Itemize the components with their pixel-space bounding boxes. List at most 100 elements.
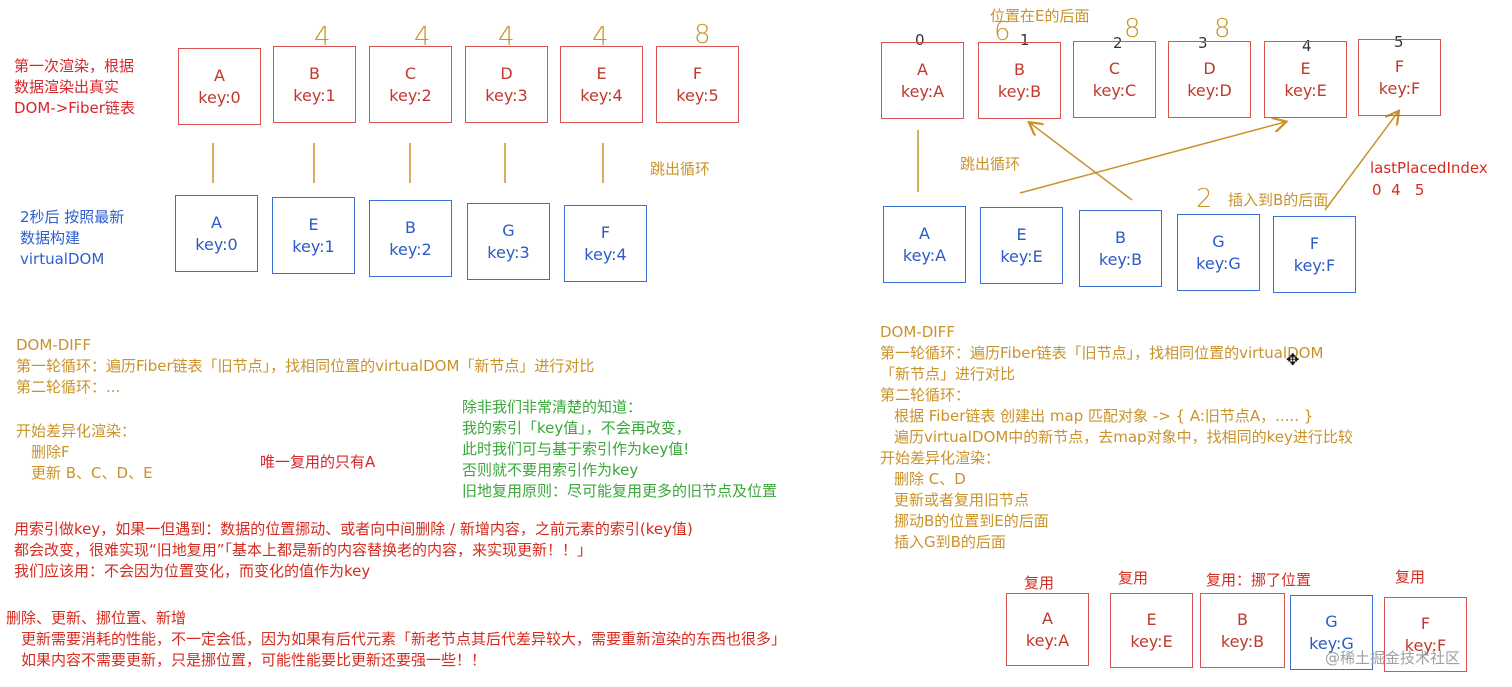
index-2: 2: [1113, 34, 1123, 52]
right-old-node-d: D key:D: [1168, 41, 1251, 118]
result-label-b: 复用：挪了位置: [1206, 571, 1312, 589]
node-name: F: [1420, 613, 1431, 633]
hand-mark-6: 6: [994, 17, 1011, 47]
right-diff-line-2: 「新节点」进行对比: [880, 365, 1016, 383]
first-render-line-2: 数据渲染出真实: [14, 78, 120, 96]
node-name: G: [1212, 231, 1225, 251]
index-note-line-1: 用索引做key，如果一但遇到：数据的位置挪动、或者向中间删除 / 新增内容，之前…: [14, 520, 693, 538]
index-key-note: 用索引做key，如果一但遇到：数据的位置挪动、或者向中间删除 / 新增内容，之前…: [14, 519, 693, 582]
node-key: key:B: [1098, 249, 1143, 269]
node-name: G: [502, 220, 515, 240]
right-old-node-e: E key:E: [1264, 41, 1347, 118]
node-name: B: [405, 217, 416, 237]
left-jump-out-label: 跳出循环: [650, 160, 711, 178]
node-name: G: [1325, 611, 1338, 631]
node-key: key:E: [1130, 631, 1173, 651]
node-key: key:A: [1025, 630, 1070, 650]
result-node-b: B key:B: [1200, 593, 1285, 668]
new-label-line-3: virtualDOM: [20, 250, 105, 268]
left-old-node-a: A key:0: [178, 48, 261, 125]
left-diff-title: DOM-DIFF: [16, 336, 91, 354]
left-start-delete: 删除F: [31, 443, 70, 461]
node-name: F: [1309, 233, 1320, 253]
left-start-update: 更新 B、C、D、E: [31, 464, 153, 482]
node-name: B: [309, 63, 320, 83]
hand-mark-e: 4: [592, 22, 609, 52]
index-3: 3: [1198, 34, 1208, 52]
node-name: F: [600, 222, 611, 242]
left-old-node-f: F key:5: [656, 46, 739, 123]
node-key: key:G: [1196, 253, 1241, 273]
left-new-node-f: F key:4: [564, 205, 647, 282]
right-diff-line-4: 根据 Fiber链表 创建出 map 匹配对象 -> { A:旧节点A，....…: [894, 407, 1314, 425]
hand-mark-2: 2: [1196, 184, 1213, 214]
hand-mark-b: 4: [314, 22, 331, 52]
last-placed-index-values: 0 4 5: [1372, 181, 1425, 199]
node-name: B: [1115, 227, 1126, 247]
left-old-node-d: D key:3: [465, 46, 548, 123]
right-old-node-c: C key:C: [1073, 41, 1156, 118]
last-placed-index-label: lastPlacedIndex: [1370, 159, 1488, 177]
result-node-e: E key:E: [1110, 593, 1193, 668]
right-diff-title: DOM-DIFF: [880, 323, 955, 341]
node-key: key:F: [1404, 635, 1447, 655]
green-note-block: 除非我们非常清楚的知道： 我的索引「key值」，不会再改变， 此时我们可与基于索…: [462, 397, 777, 502]
index-note-line-3: 我们应该用：不会因为位置变化，而变化的值作为key: [14, 562, 371, 580]
node-key: key:4: [584, 244, 627, 264]
green-note-line-5: 旧地复用原则：尽可能复用更多的旧节点及位置: [462, 482, 778, 500]
new-label-line-1: 2秒后 按照最新: [20, 208, 125, 226]
right-old-node-a: A key:A: [881, 42, 964, 119]
node-name: E: [1300, 58, 1311, 78]
arrow-b-to-old-b: [1030, 123, 1133, 201]
bottom-note-line-3: 如果内容不需要更新，只是挪位置，可能性能要比更新还要强一些！！: [21, 651, 487, 669]
node-key: key:D: [1187, 80, 1232, 100]
node-name: F: [1394, 56, 1405, 76]
node-key: key:B: [1220, 631, 1265, 651]
node-name: A: [919, 223, 930, 243]
right-diff-line-9: 挪动B的位置到E的后面: [894, 512, 1049, 530]
node-key: key:2: [389, 85, 432, 105]
arrow-e-to-old-e: [1019, 122, 1285, 194]
bottom-note: 删除、更新、挪位置、新增 更新需要消耗的性能，不一定会低，因为如果有后代元素「新…: [6, 608, 786, 671]
green-note-line-2: 我的索引「key值」，不会再改变，: [462, 419, 691, 437]
node-key: key:E: [1284, 80, 1327, 100]
right-old-node-f: F key:F: [1358, 39, 1441, 116]
left-start-block: 开始差异化渲染： 删除F 更新 B、C、D、E: [16, 421, 153, 484]
result-node-g: G key:G: [1290, 595, 1373, 670]
left-start-title: 开始差异化渲染：: [16, 422, 137, 440]
result-label-f: 复用: [1395, 568, 1426, 586]
node-key: key:5: [676, 85, 719, 105]
node-name: D: [1203, 58, 1216, 78]
node-key: key:E: [1000, 246, 1043, 266]
node-name: E: [596, 63, 607, 83]
node-name: A: [211, 212, 222, 232]
left-new-node-e: E key:1: [272, 197, 355, 274]
node-name: A: [917, 59, 928, 79]
left-diff-line-1: 第一轮循环：遍历Fiber链表「旧节点」，找相同位置的virtualDOM「新节…: [16, 357, 595, 375]
right-new-node-e: E key:E: [980, 207, 1063, 284]
node-key: key:0: [195, 234, 238, 254]
node-key: key:1: [293, 85, 336, 105]
new-virtualdom-label: 2秒后 按照最新 数据构建 virtualDOM: [20, 207, 124, 270]
arrow-f-to-old-f: [1324, 112, 1398, 211]
right-old-node-b: B key:B: [978, 42, 1061, 119]
result-node-f: F key:F: [1384, 597, 1467, 672]
index-4: 4: [1302, 37, 1312, 55]
watermark: @稀土掘金技术社区: [1325, 649, 1461, 667]
right-diff-line-3: 第二轮循环：: [880, 386, 971, 404]
node-key: key:A: [900, 81, 945, 101]
hand-mark-8a: 8: [1124, 14, 1141, 44]
result-label-a: 复用: [1024, 574, 1055, 592]
right-new-node-f: F key:F: [1273, 216, 1356, 293]
bottom-note-line-2: 更新需要消耗的性能，不一定会低，因为如果有后代元素「新老节点其后代差异较大，需要…: [21, 630, 787, 648]
node-name: C: [404, 63, 417, 83]
hand-mark-f: 8: [694, 20, 711, 50]
node-name: C: [1108, 58, 1121, 78]
left-new-node-b: B key:2: [369, 200, 452, 277]
node-key: key:B: [997, 81, 1042, 101]
hand-mark-d: 4: [498, 22, 515, 52]
right-diff-line-5: 遍历virtualDOM中的新节点，去map对象中，找相同的key进行比较: [894, 428, 1353, 446]
right-new-node-g: G key:G: [1177, 214, 1260, 291]
index-1: 1: [1020, 31, 1030, 49]
